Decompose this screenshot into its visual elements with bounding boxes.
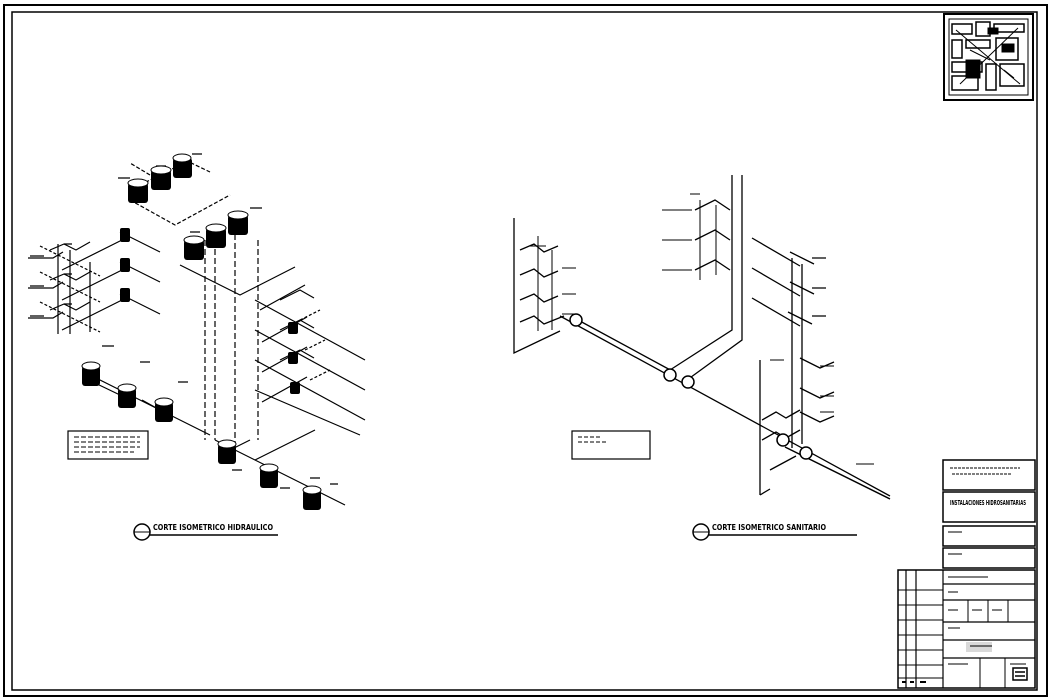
- water-tanks: [81, 153, 322, 510]
- cleanouts: [569, 313, 813, 460]
- sanitary-isometric-view: [513, 175, 891, 500]
- title-block: [897, 459, 1036, 689]
- tank: [117, 383, 137, 408]
- valve: [290, 382, 300, 394]
- cleanout: [681, 375, 695, 389]
- outer-border: [3, 4, 1048, 697]
- tank: [183, 235, 205, 260]
- valve: [120, 288, 130, 302]
- section-marker-icon: [692, 523, 710, 541]
- sanitary-notes-box: [571, 430, 651, 460]
- cleanout: [799, 446, 813, 460]
- cleanout: [776, 433, 790, 447]
- inner-border: [11, 11, 1038, 691]
- hydraulic-isometric-view: [28, 153, 366, 506]
- valve: [120, 228, 130, 242]
- tank: [150, 165, 172, 190]
- hydraulic-notes-box: [67, 430, 149, 460]
- valve: [120, 258, 130, 272]
- hydraulic-view-title: CORTE ISOMETRICO HIDRAULICO: [133, 523, 278, 541]
- cleanout: [569, 313, 583, 327]
- tank: [217, 439, 237, 464]
- title-block-project: INSTALACIONES HIDROSANITARIAS: [950, 499, 1026, 507]
- tank: [302, 485, 322, 510]
- section-marker-icon: [133, 523, 151, 541]
- valve: [288, 352, 298, 364]
- tank: [127, 178, 149, 203]
- tank: [227, 210, 249, 235]
- sanitary-view-title: CORTE ISOMETRICO SANITARIO: [692, 523, 857, 541]
- view-left-title: CORTE ISOMETRICO HIDRAULICO: [153, 523, 273, 532]
- view-right-title: CORTE ISOMETRICO SANITARIO: [712, 523, 826, 532]
- tank: [205, 223, 227, 248]
- tank: [81, 361, 101, 386]
- tank: [154, 397, 174, 422]
- tank: [172, 153, 192, 178]
- tank: [259, 463, 279, 488]
- cleanout: [663, 368, 677, 382]
- location-map-icon: [943, 13, 1034, 101]
- valve: [288, 322, 298, 334]
